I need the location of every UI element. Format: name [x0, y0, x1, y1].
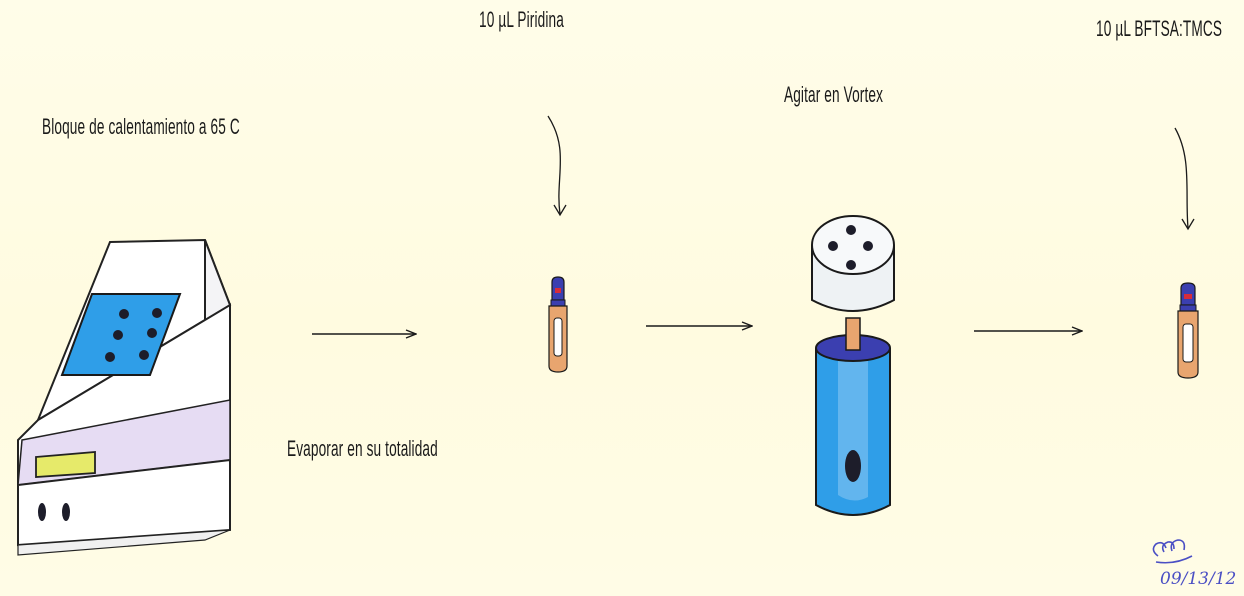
arrow-pyridine-down [548, 116, 560, 214]
signature-mark: 09/13/12 [1153, 540, 1236, 589]
vortex-label: Agitar en Vortex [784, 82, 883, 108]
knob-icon [62, 503, 70, 521]
vial-icon [1178, 283, 1198, 378]
pyridine-label: 10 µL Piridina [479, 7, 564, 33]
heating-block-label: Bloque de calentamiento a 65 C [42, 114, 240, 140]
svg-text:09/13/12: 09/13/12 [1160, 569, 1236, 589]
vial-icon [549, 277, 567, 372]
reagent-label: 10 µL BFTSA:TMCS [1096, 16, 1222, 42]
knob-icon [38, 503, 46, 521]
evaporate-label: Evaporar en su totalidad [287, 436, 438, 462]
heating-block-device [18, 240, 230, 555]
arrow-reagent-down [1175, 128, 1188, 228]
vortex-mixer-icon [812, 216, 894, 515]
display-icon [36, 452, 95, 477]
